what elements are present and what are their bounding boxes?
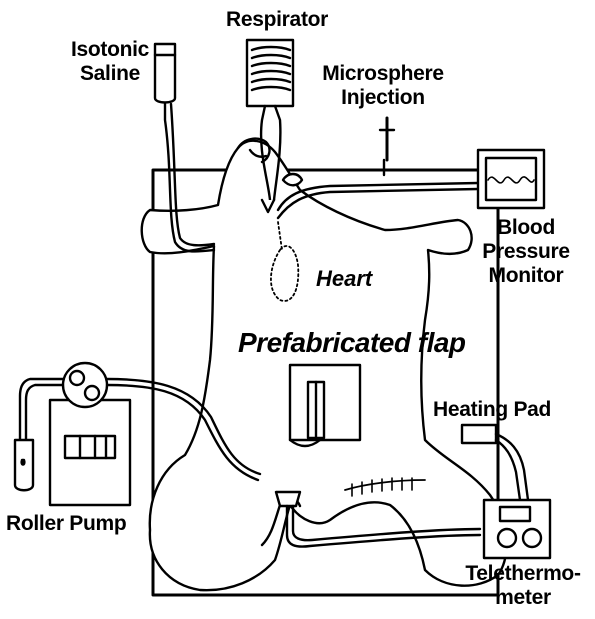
label-heart: Heart xyxy=(316,266,372,292)
label-respirator: Respirator xyxy=(226,8,328,32)
label-prefabricated-flap: Prefabricated flap xyxy=(238,327,466,359)
urinary-catheter-tip xyxy=(276,492,300,506)
label-isotonic-saline: Isotonic Saline xyxy=(60,38,160,86)
label-blood-pressure-monitor: Blood Pressure Monitor xyxy=(476,216,576,288)
label-roller-pump: Roller Pump xyxy=(6,512,126,536)
roller-pump-wheel xyxy=(63,363,107,407)
animal-ear xyxy=(283,174,302,185)
label-heating-pad: Heating Pad xyxy=(433,398,551,422)
label-telethermometer: Telethermo- meter xyxy=(462,562,584,610)
label-microsphere-injection: Microsphere Injection xyxy=(322,62,444,110)
telethermometer-box xyxy=(484,500,550,558)
heating-pad-connector xyxy=(462,425,496,443)
